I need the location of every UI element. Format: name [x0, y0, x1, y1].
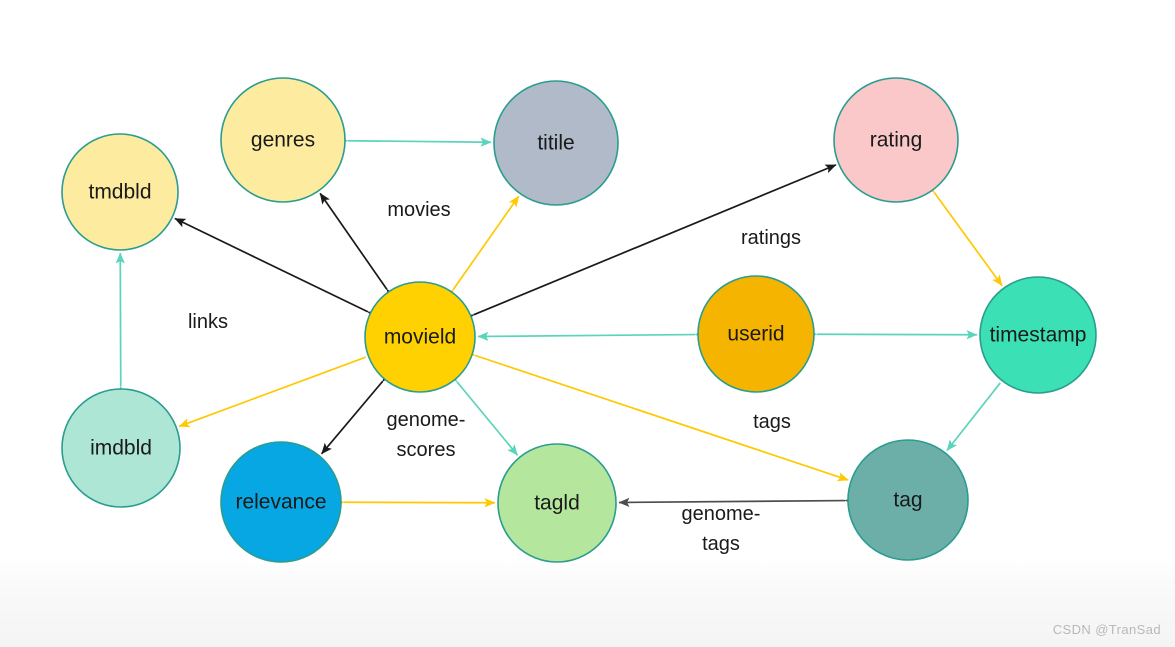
node-circle-movieId[interactable]	[364, 281, 476, 393]
edge-relevance-tagId	[333, 497, 496, 508]
edge-movieId-tag	[463, 347, 849, 482]
edge-movieId-genres	[319, 192, 397, 301]
edge-movieId-relevance	[320, 370, 393, 455]
node-timestamp[interactable]: timestamp	[979, 276, 1097, 394]
node-relevance[interactable]: relevance	[220, 441, 342, 563]
node-imdbId[interactable]: imdbld	[61, 388, 181, 508]
edge-movieId-imdbId	[178, 356, 366, 428]
node-circle-userid[interactable]	[697, 275, 815, 393]
node-circle-timestamp[interactable]	[979, 276, 1097, 394]
edge-movieId-rating	[462, 164, 837, 324]
edge-movieId-userid	[477, 329, 706, 342]
edge-imdbId-tmdbId	[115, 252, 126, 397]
edges-layer	[115, 135, 1003, 508]
edge-userid-timestamp	[806, 329, 978, 340]
node-circle-imdbId[interactable]	[61, 388, 181, 508]
node-circle-titile[interactable]	[493, 80, 619, 206]
node-tag[interactable]: tag	[847, 439, 969, 561]
edge-rating-timestamp	[924, 181, 1003, 287]
node-genres[interactable]: genres	[220, 77, 346, 203]
node-userid[interactable]: userid	[697, 275, 815, 393]
nodes-layer: tmdbld genres titile rating movield userid tim…	[61, 77, 1097, 563]
node-circle-tmdbId[interactable]	[61, 133, 179, 251]
edge-movieId-titile	[443, 195, 520, 301]
label-genome-tags: genome-tags	[682, 503, 761, 555]
watermark: CSDN @TranSad	[1052, 622, 1161, 637]
label-genome-scores: genome-scores	[387, 409, 466, 461]
node-circle-rating[interactable]	[833, 77, 959, 203]
label-ratings: ratings	[741, 227, 801, 249]
node-circle-tag[interactable]	[847, 439, 969, 561]
node-circle-relevance[interactable]	[220, 441, 342, 563]
node-titile[interactable]: titile	[493, 80, 619, 206]
node-circle-genres[interactable]	[220, 77, 346, 203]
label-movies: movies	[387, 199, 450, 221]
node-rating[interactable]: rating	[833, 77, 959, 203]
edge-movieId-tmdbId	[174, 217, 380, 321]
node-tagId[interactable]: tagld	[497, 443, 617, 563]
node-circle-tagId[interactable]	[497, 443, 617, 563]
edge-tag-tagId	[618, 495, 856, 508]
label-tags: tags	[753, 411, 791, 433]
edge-genres-titile	[337, 135, 492, 147]
node-tmdbId[interactable]: tmdbld	[61, 133, 179, 251]
edge-movieId-tagId	[446, 370, 519, 456]
edge-timestamp-tag	[946, 382, 1001, 452]
node-movieId[interactable]: movield	[364, 281, 476, 393]
label-links: links	[188, 311, 228, 333]
